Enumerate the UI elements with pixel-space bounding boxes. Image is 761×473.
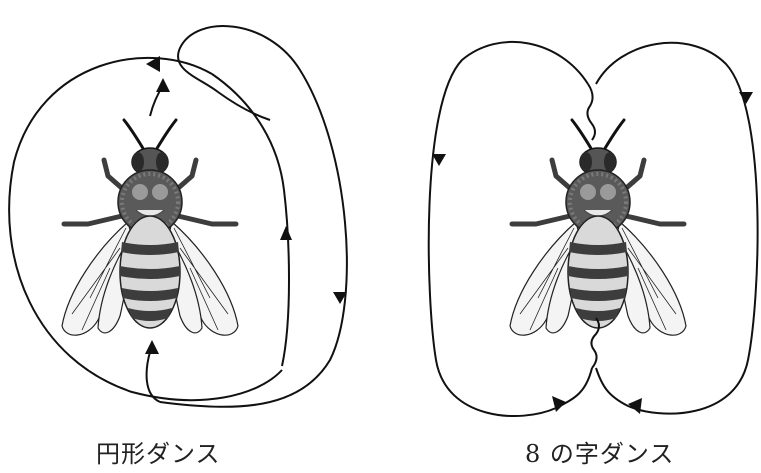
arrow-up-icon: [280, 226, 292, 240]
arrow-up-icon: [156, 78, 170, 92]
arrow-down-icon: [432, 154, 446, 166]
round-dance-caption: 円形ダンス: [96, 434, 221, 469]
bee-illustration: [62, 120, 238, 335]
arrow-down-icon: [739, 92, 753, 104]
round-dance-figure: [9, 26, 347, 407]
arrow-up-icon: [145, 340, 159, 354]
waggle-dance-caption: 8 の字ダンス: [525, 434, 674, 469]
bee-illustration: [510, 120, 686, 335]
waggle-dance-figure: [429, 42, 758, 416]
